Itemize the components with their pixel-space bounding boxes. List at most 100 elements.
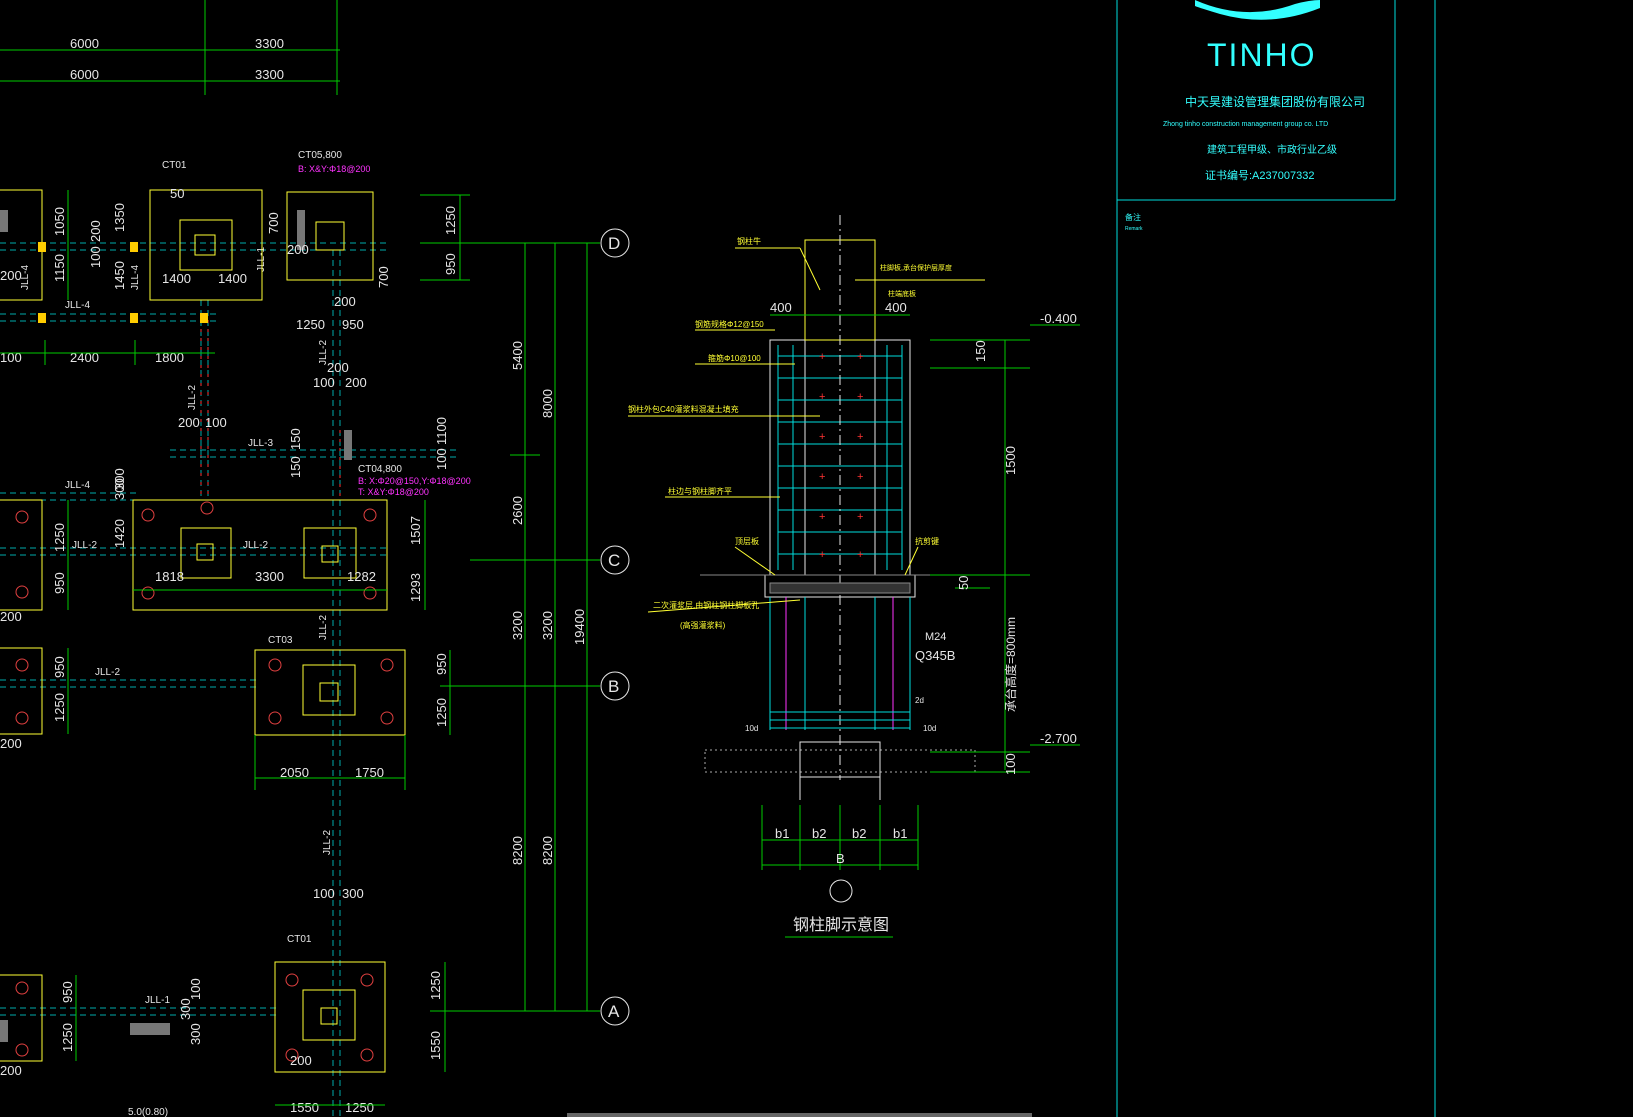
detail-b2-right: b2 — [852, 826, 866, 841]
dim-left-1800: 1800 — [155, 350, 184, 365]
dim-ct01b-1550: 1550 — [290, 1100, 319, 1115]
detail-b1-right: b1 — [893, 826, 907, 841]
ct04-dimlines — [133, 500, 426, 610]
dim-ct05-950: 950 — [342, 317, 364, 332]
beam-label-jll2v4: JLL-2 — [322, 830, 333, 855]
detail-10d-right: 10d — [923, 724, 936, 733]
detail-axis-b: B — [836, 851, 845, 866]
svg-text:+: + — [819, 431, 825, 443]
dim-ct03-1250: 1250 — [434, 698, 449, 727]
certificate-number: 证书编号:A237007332 — [1205, 168, 1314, 182]
detail-label-rebar: 钢筋规格Φ12@150 — [695, 319, 764, 329]
dim-left-200d: 200 — [0, 1063, 22, 1078]
dim-ct05-200b: 200 — [334, 294, 356, 309]
beam-label-jll4a: JLL-4 — [65, 300, 90, 311]
axis-bubble-c[interactable]: C — [600, 545, 630, 575]
detail-elev-top: -0.400 — [1040, 311, 1077, 326]
detail-axis-circle — [829, 879, 853, 903]
svg-text:+: + — [857, 391, 863, 403]
dim-ct05-700b: 700 — [376, 266, 391, 288]
svg-text:+: + — [819, 471, 825, 483]
pile-cap-ct01-top[interactable] — [149, 189, 263, 301]
dim-misc-200b: 200 — [345, 375, 367, 390]
dim-left-2400: 2400 — [70, 350, 99, 365]
cap-rebar-ct04-b: B: X:Φ20@150,Y:Φ18@200 — [358, 476, 471, 486]
beam-label-jll4v2: JLL-4 — [130, 265, 141, 290]
dim-ct01-50: 50 — [170, 186, 184, 201]
dim-19400: 19400 — [572, 609, 587, 645]
tinho-logo-wave-icon — [1195, 0, 1320, 20]
qualification: 建筑工程甲级、市政行业乙级 — [1207, 143, 1337, 156]
dim-left-1050: 1050 — [52, 207, 67, 236]
column-base-detail[interactable]: ++ ++ ++ ++ ++ ++ — [700, 215, 1020, 800]
detail-label-right3: 抗剪键 — [915, 536, 939, 546]
horizontal-scrollbar[interactable] — [567, 1113, 1032, 1117]
detail-depth-label: 承台高度=800mm — [1003, 617, 1018, 712]
detail-10d-left: 10d — [745, 724, 758, 733]
dim-2600: 2600 — [510, 496, 525, 525]
dim-misc-bottom: 5.0(0.80) — [128, 1107, 168, 1117]
dim-ct04-1293: 1293 — [408, 573, 423, 602]
axis-bubble-d[interactable]: D — [600, 228, 630, 258]
dim-misc-100e: 100 — [188, 978, 203, 1000]
dim-ct05-200a: 200 — [287, 242, 309, 257]
detail-steel: Q345B — [915, 648, 955, 663]
dim-left-950b: 950 — [52, 656, 67, 678]
dim-left-1250c: 1250 — [60, 1023, 75, 1052]
axis-bubble-a[interactable]: A — [600, 996, 630, 1026]
beam-label-jll2c: JLL-2 — [95, 667, 120, 678]
dim-ct04-1282: 1282 — [347, 569, 376, 584]
dim-ct05-1250: 1250 — [296, 317, 325, 332]
detail-b1-left: b1 — [775, 826, 789, 841]
dim-misc-200c: 200 — [178, 415, 200, 430]
grid-lines — [420, 242, 600, 1012]
beam-label-jll2v3: JLL-2 — [318, 615, 329, 640]
dim-8000: 8000 — [540, 389, 555, 418]
dim-left-950c: 950 — [60, 981, 75, 1003]
dim-ct01-1450: 1450 — [112, 261, 127, 290]
cap-rebar-ct04-t: T: X&Y:Φ18@200 — [358, 487, 429, 497]
dim-5400: 5400 — [510, 341, 525, 370]
dim-top-2: 3300 — [255, 36, 284, 51]
svg-text:+: + — [857, 431, 863, 443]
dim-ct04-1818: 1818 — [155, 569, 184, 584]
ct03-dimlines — [254, 650, 451, 790]
dim-ct04-1420: 1420 — [112, 519, 127, 548]
svg-text:+: + — [857, 549, 863, 561]
dim-misc-100d: 100 — [313, 886, 335, 901]
pile-cap-ct04[interactable] — [132, 499, 388, 611]
logo-text: TINHO — [1207, 37, 1317, 73]
remark-sublabel: Remark — [1125, 226, 1143, 232]
axis-bubble-b[interactable]: B — [600, 671, 630, 701]
dim-ct03-950: 950 — [434, 653, 449, 675]
beam-label-jll2v1: JLL-2 — [187, 385, 198, 410]
cap-tag-ct04: CT04,800 — [358, 464, 402, 475]
detail-label-flush: 柱边与钢柱脚齐平 — [668, 486, 732, 496]
svg-text:+: + — [857, 511, 863, 523]
detail-dim-100: 100 — [1003, 753, 1018, 775]
svg-text:+: + — [857, 351, 863, 363]
dim-ct03-2050: 2050 — [280, 765, 309, 780]
dim-d-1250: 1250 — [443, 206, 458, 235]
dim-ct01-100: 100 — [88, 246, 103, 268]
pile-cap-ct03[interactable] — [254, 649, 406, 736]
dim-d-950: 950 — [443, 253, 458, 275]
dim-ct01b-1250v: 1250 — [428, 971, 443, 1000]
dim-misc-300c: 300 — [188, 1023, 203, 1045]
dim-misc-150a: 150 — [288, 428, 303, 450]
pile-cap-ct01-bottom[interactable] — [130, 961, 386, 1073]
detail-label-topplate: 顶层板 — [735, 536, 759, 546]
dim-ct01-1400b: 1400 — [218, 271, 247, 286]
dim-misc-100b: 100 — [205, 415, 227, 430]
pile-cap-ct05[interactable] — [286, 191, 374, 281]
dim-ct04-300: 300 — [112, 478, 127, 500]
top-dimensions — [0, 0, 340, 95]
detail-label-grout: 钢柱外包C40灌浆料混凝土填充 — [628, 404, 739, 414]
detail-label-secondgrout: 二次灌浆层,由钢柱钢柱脚板孔 — [653, 600, 759, 610]
svg-text:+: + — [819, 511, 825, 523]
svg-text:+: + — [857, 471, 863, 483]
detail-2d: 2d — [915, 696, 924, 705]
dim-ct05-700a: 700 — [266, 212, 281, 234]
remark-label: 备注 — [1125, 212, 1141, 222]
